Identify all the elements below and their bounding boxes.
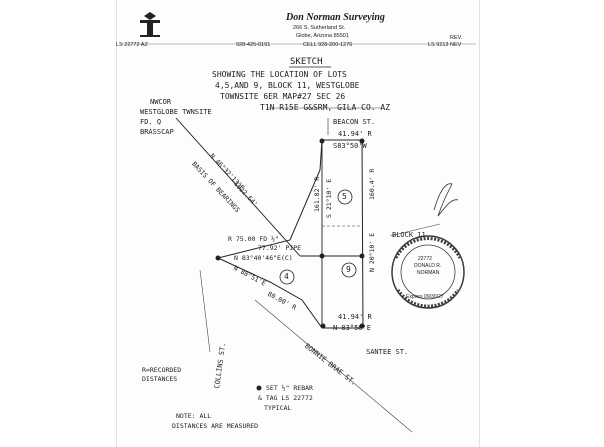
block-label: BLOCK 11 (392, 231, 426, 239)
sketch-desc-4: T1N R15E G&SRM, GILA CO. AZ (260, 103, 391, 112)
license-right: LS 9213 NEV (428, 42, 462, 48)
top-distance: 41.94' R (338, 130, 372, 138)
bonnie-brae-line (254, 299, 413, 433)
sketch-title: SKETCH (290, 57, 323, 67)
parcel-outline (216, 139, 364, 329)
monument-pipe (319, 253, 325, 259)
left-side-distance: 161.82' R (313, 176, 321, 212)
recorded-note-1: R=RECORDED (142, 366, 182, 374)
seal-number: 22772 (418, 256, 432, 262)
monument-w (215, 255, 221, 261)
pipe-radius: R 75.00 FD ½" (228, 235, 279, 243)
rebar-note-3: TYPICAL (264, 404, 292, 412)
bottom-distance: 41.94' R (338, 313, 372, 321)
surveyor-seal (391, 235, 465, 309)
sketch-desc-2: 4,5,AND 9, BLOCK 11, WESTGLOBE (215, 81, 360, 90)
lot-5-circle (337, 189, 353, 205)
nw-corner-label: NWCOR (150, 98, 172, 106)
monument-e (359, 253, 365, 259)
monument-sw (320, 323, 326, 329)
block-leader (389, 223, 441, 237)
company-street: 266 S. Sutherland St. (293, 25, 346, 31)
signature-mark (433, 183, 459, 217)
sketch-desc-3: TOWNSITE 6ER MAP#27 SEC 26 (220, 92, 346, 101)
monument-se (359, 323, 365, 329)
seal-name-2: NORMAN (417, 270, 440, 276)
lot-4: 4 (284, 272, 289, 281)
company-cell: CELL 928-200-1276 (303, 42, 353, 48)
bottom-bearing: N 83°50'E (333, 324, 371, 332)
seal-name-1: DONALD R. (414, 263, 442, 269)
top-bearing: S83°50'W (333, 142, 367, 150)
measured-note-1: NOTE: ALL (176, 412, 212, 420)
rebar-note-1: SET ½" REBAR (266, 384, 313, 392)
right-side-distance: 160.4' R (368, 168, 376, 200)
lot-5: 5 (342, 192, 347, 201)
found-label: FD. Q (140, 118, 162, 126)
monument-nw (359, 138, 365, 144)
monument-ne (319, 138, 325, 144)
beacon-street: BEACON ST. (333, 118, 376, 126)
santee-street: SANTEE ST. (366, 348, 409, 356)
rev-label: REV. (450, 35, 463, 41)
lot-4-circle (279, 269, 295, 285)
collins-st-line (199, 269, 211, 353)
sketch-desc-1: SHOWING THE LOCATION OF LOTS (212, 70, 347, 79)
company-city: Globe, Arizona 85501 (296, 33, 349, 39)
left-side-bearing: S 21°10' E (325, 178, 333, 218)
recorded-note-2: DISTANCES (142, 375, 178, 383)
rebar-note-2: & TAG LS 22772 (258, 394, 313, 402)
survey-sheet (116, 0, 480, 447)
license-left: LS 22772 AZ (116, 42, 148, 48)
company-name: Don Norman Surveying (286, 12, 385, 23)
middle-bearing: N 83°40'46"E(C) (234, 254, 293, 262)
lot-9-circle (341, 262, 357, 278)
basis-line (175, 117, 301, 257)
company-phone: 928-425-0191 (236, 42, 271, 48)
pipe-distance: 77.92' PIPE (258, 244, 302, 252)
brass-cap-label: BRASSCAP (140, 128, 174, 136)
monument-legend (256, 385, 262, 391)
company-logo (140, 12, 160, 37)
seal-expires: Expires 09/30/27 (406, 294, 444, 300)
westglobe-label: WESTGLOBE TWNSITE (140, 108, 212, 116)
right-side-bearing: N 20°10' E (368, 232, 376, 272)
measured-note-2: DISTANCES ARE MEASURED (172, 422, 259, 430)
lot-9: 9 (346, 265, 351, 274)
